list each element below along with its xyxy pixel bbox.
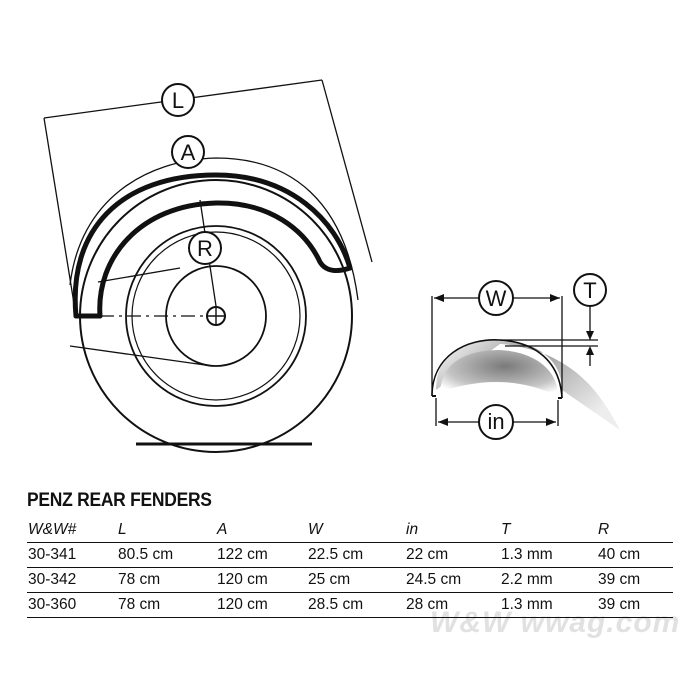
callout-W: W xyxy=(478,280,514,316)
cell-R: 40 cm xyxy=(597,542,673,568)
cell-in: 24.5 cm xyxy=(405,567,500,593)
cell-A: 120 cm xyxy=(216,567,307,593)
label-W: W xyxy=(486,286,507,311)
col-header-T: T xyxy=(500,518,597,543)
cell-T: 2.2 mm xyxy=(500,567,597,593)
cell-T: 1.3 mm xyxy=(500,542,597,568)
label-R: R xyxy=(197,236,213,261)
arc-A-guide xyxy=(69,157,359,301)
callout-A: A xyxy=(171,135,205,169)
cell-part-number: 30-341 xyxy=(27,542,117,568)
spec-table: W&W# L A W in T R 30-341 80.5 cm 122 cm … xyxy=(27,518,673,618)
col-header-R: R xyxy=(597,518,673,543)
callout-R: R xyxy=(188,231,222,265)
fender-diagram: L A R W T xyxy=(43,79,620,453)
cell-in: 22 cm xyxy=(405,542,500,568)
cell-W: 22.5 cm xyxy=(307,542,405,568)
cell-W: 28.5 cm xyxy=(307,592,405,618)
col-header-W: W xyxy=(307,518,405,543)
cell-W: 25 cm xyxy=(307,567,405,593)
cell-L: 80.5 cm xyxy=(117,542,216,568)
axle xyxy=(206,306,226,326)
table-header-row: W&W# L A W in T R xyxy=(27,518,673,543)
label-L: L xyxy=(172,88,184,113)
callout-L: L xyxy=(161,83,195,117)
rim-outer xyxy=(125,225,307,407)
cell-T: 1.3 mm xyxy=(500,592,597,618)
cell-part-number: 30-342 xyxy=(27,567,117,593)
cell-L: 78 cm xyxy=(117,567,216,593)
table-row: 30-342 78 cm 120 cm 25 cm 24.5 cm 2.2 mm… xyxy=(27,567,673,593)
cell-R: 39 cm xyxy=(597,567,673,593)
fender-inner-arc xyxy=(97,200,353,319)
table-row: 30-341 80.5 cm 122 cm 22.5 cm 22 cm 1.3 … xyxy=(27,542,673,568)
fender-profile-fill xyxy=(436,339,620,430)
cell-A: 122 cm xyxy=(216,542,307,568)
label-T: T xyxy=(583,278,596,303)
cell-L: 78 cm xyxy=(117,592,216,618)
table-row: 30-360 78 cm 120 cm 28.5 cm 28 cm 1.3 mm… xyxy=(27,592,673,618)
col-header-A: A xyxy=(216,518,307,543)
fender-outer-arc xyxy=(72,172,353,319)
cell-R: 39 cm xyxy=(597,592,673,618)
label-A: A xyxy=(181,140,196,165)
label-in: in xyxy=(487,409,504,434)
wheel xyxy=(79,179,353,453)
fender-profile-inner xyxy=(440,350,558,396)
cell-part-number: 30-360 xyxy=(27,592,117,618)
col-header-part-number: W&W# xyxy=(27,518,117,543)
cell-in: 28 cm xyxy=(405,592,500,618)
callout-in: in xyxy=(478,404,514,440)
col-header-L: L xyxy=(117,518,216,543)
cell-A: 120 cm xyxy=(216,592,307,618)
col-header-in: in xyxy=(405,518,500,543)
callout-T: T xyxy=(573,273,607,307)
fender-side xyxy=(72,172,353,319)
spec-table-title: PENZ REAR FENDERS xyxy=(27,490,212,511)
